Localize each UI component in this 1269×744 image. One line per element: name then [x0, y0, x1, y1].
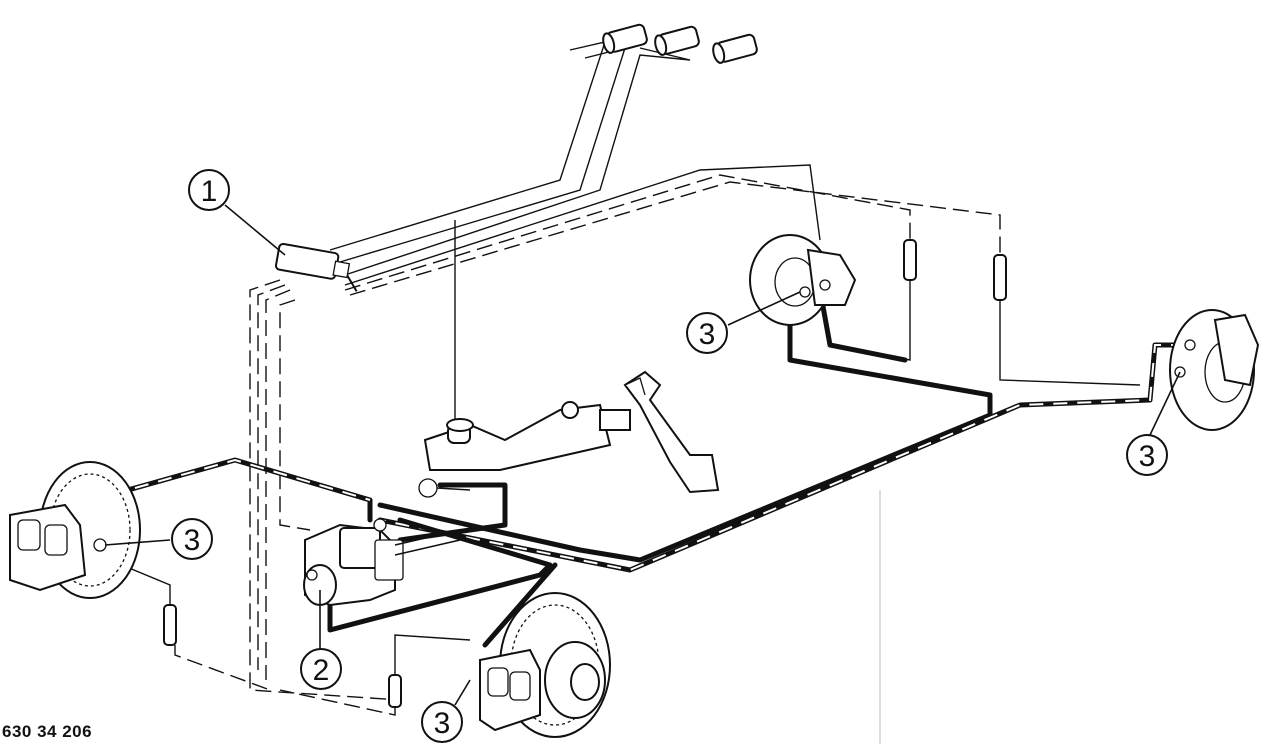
- brake-pedal: [623, 370, 720, 494]
- speed-sensor-front-right: [388, 674, 402, 708]
- callout-label: 3: [1139, 440, 1156, 473]
- rear-left-brake: [749, 234, 857, 326]
- harness-connectors: [602, 23, 758, 64]
- brake-pipes: [97, 287, 1188, 648]
- front-right-brake: [479, 592, 611, 738]
- master-cylinder: [418, 401, 631, 498]
- callout-label: 1: [201, 175, 218, 208]
- callout-3-rear-left: 3: [686, 312, 728, 354]
- callout-label: 3: [699, 318, 716, 351]
- callout-2: 2: [300, 648, 342, 690]
- connector-1: [602, 23, 648, 54]
- callout-leaders: [104, 204, 1181, 706]
- callout-label: 3: [184, 524, 201, 557]
- connector-3: [712, 33, 758, 64]
- speed-sensor-rear-a: [903, 239, 917, 281]
- speed-sensor-rear-b: [993, 254, 1007, 301]
- callout-label: 2: [313, 654, 330, 687]
- callout-3-front-left: 3: [171, 518, 213, 560]
- control-unit: [274, 242, 358, 292]
- wiring-harness: [109, 41, 1141, 716]
- callout-3-rear-right: 3: [1126, 434, 1168, 476]
- speed-sensor-front-left: [163, 604, 177, 646]
- callout-1: 1: [188, 169, 230, 211]
- callout-3-front-right: 3: [421, 701, 463, 743]
- rear-right-brake: [1169, 309, 1260, 431]
- connector-2: [654, 25, 700, 56]
- reference-code: 630 34 206: [2, 722, 93, 741]
- callout-label: 3: [434, 707, 451, 740]
- front-left-brake: [9, 461, 141, 599]
- hydraulic-unit: [303, 518, 461, 607]
